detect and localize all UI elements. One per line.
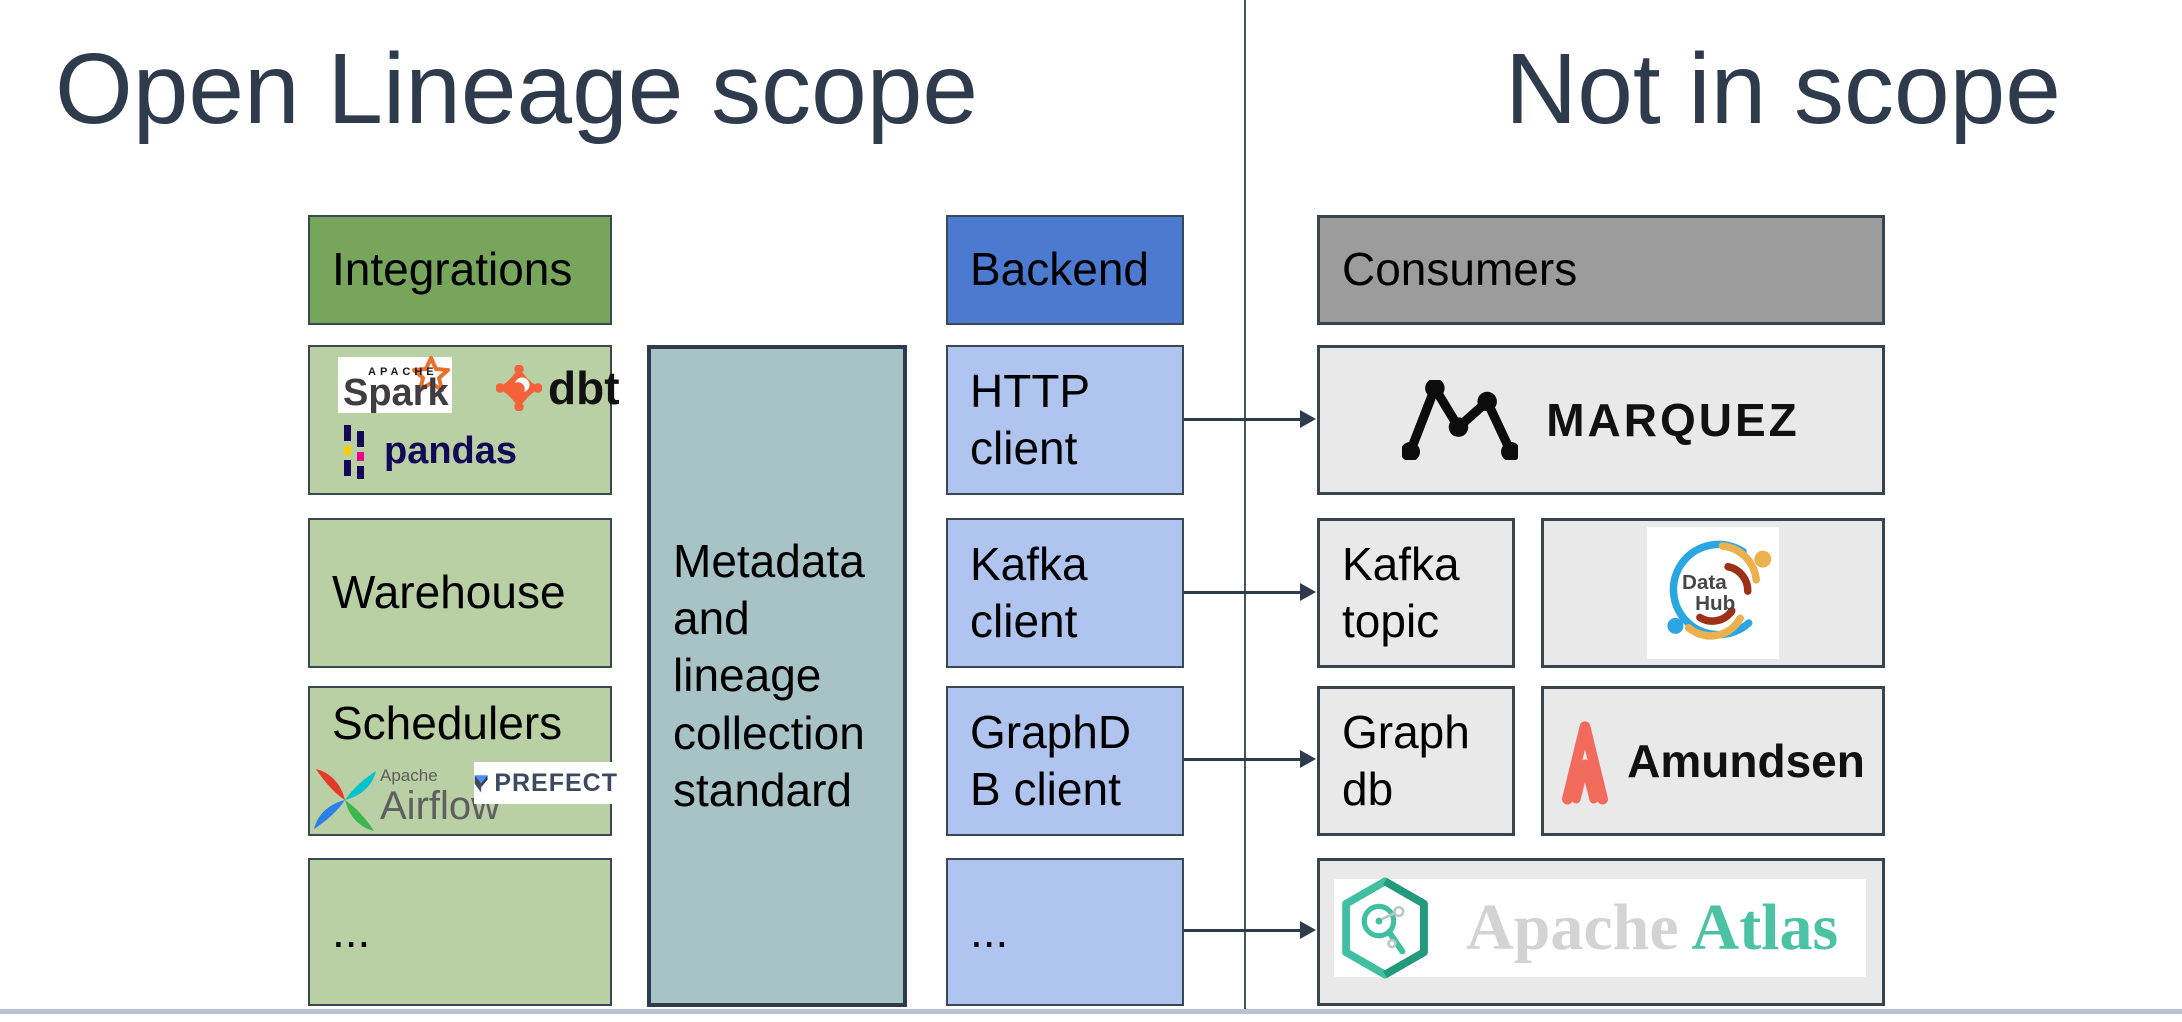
left-section-title: Open Lineage scope <box>55 33 978 145</box>
kafka-topic-box: Kafka topic <box>1317 518 1515 668</box>
integrations-more-box: ... <box>308 858 612 1006</box>
apache-airflow-logo <box>312 767 378 838</box>
prefect-logo: PREFECT <box>474 762 618 804</box>
arrow-more-to-atlas <box>1184 921 1316 939</box>
atlas-name-label: Atlas <box>1691 891 1839 964</box>
datahub-label-line2: Hub <box>1695 592 1735 615</box>
scope-divider-line <box>1244 0 1246 1009</box>
dbt-logo-icon <box>496 365 542 411</box>
atlas-apache-label: Apache <box>1466 891 1679 964</box>
graphdb-client-label: GraphD B client <box>970 705 1132 815</box>
integrations-header-label: Integrations <box>332 243 573 296</box>
backend-more-label: ... <box>970 905 1009 958</box>
dbt-name-label: dbt <box>548 362 620 414</box>
integrations-more-label: ... <box>332 905 371 958</box>
marquez-name-label: MARQUEZ <box>1546 394 1800 446</box>
right-section-title: Not in scope <box>1505 33 2061 145</box>
marquez-box: MARQUEZ <box>1317 345 1885 495</box>
pandas-logo-icon <box>344 425 364 479</box>
datahub-box: Data Hub <box>1541 518 1885 668</box>
datahub-label-line1: Data <box>1682 571 1727 594</box>
graph-db-box: Graph db <box>1317 686 1515 836</box>
backend-more-box: ... <box>946 858 1184 1006</box>
metadata-standard-label: Metadata and lineage collection standard <box>673 535 865 816</box>
spark-apache-label: APACHE <box>368 366 438 378</box>
apache-atlas-box: Apache Atlas <box>1317 858 1885 1006</box>
dbt-logo: dbt <box>496 361 620 415</box>
airflow-pinwheel-icon <box>313 768 377 832</box>
backend-header-label: Backend <box>970 243 1150 296</box>
consumers-header-label: Consumers <box>1342 243 1578 296</box>
consumers-header-box: Consumers <box>1317 215 1885 325</box>
graphdb-client-box: GraphD B client <box>946 686 1184 836</box>
schedulers-label: Schedulers <box>332 697 563 749</box>
atlas-wordmark: Apache Atlas <box>1466 890 1838 966</box>
airflow-apache-label: Apache <box>380 766 438 785</box>
apache-spark-logo: APACHE Spark <box>338 356 452 414</box>
pandas-logo: pandas <box>340 423 517 479</box>
amundsen-box: Amundsen <box>1541 686 1885 836</box>
amundsen-name-label: Amundsen <box>1627 735 1865 787</box>
kafka-client-label: Kafka client <box>970 537 1088 647</box>
graph-db-label: Graph db <box>1342 705 1470 815</box>
marquez-logo-icon <box>1402 380 1519 460</box>
datahub-logo-icon: Data Hub <box>1667 540 1772 640</box>
datahub-logo: Data Hub <box>1647 527 1779 659</box>
arrow-kafka-to-kafka-topic <box>1184 583 1316 601</box>
kafka-client-box: Kafka client <box>946 518 1184 668</box>
apache-atlas-logo: Apache Atlas <box>1334 877 1866 979</box>
integrations-header-box: Integrations <box>308 215 612 325</box>
prefect-name-label: PREFECT <box>494 768 618 797</box>
http-client-box: HTTP client <box>946 345 1184 495</box>
amundsen-logo-icon <box>1562 721 1609 805</box>
integration-tools-box: APACHE Spark dbt <box>308 345 620 495</box>
http-client-label: HTTP client <box>970 364 1091 474</box>
backend-header-box: Backend <box>946 215 1184 325</box>
spark-logo-icon: APACHE Spark <box>343 356 450 414</box>
arrow-graphdb-to-graph-db <box>1184 750 1316 768</box>
spark-name-label: Spark <box>343 372 449 414</box>
pandas-name-label: pandas <box>384 429 518 472</box>
prefect-logo-icon <box>474 774 488 792</box>
arrow-http-to-marquez <box>1184 410 1316 428</box>
schedulers-box: Schedulers Apache Airflow PREFECT <box>308 686 618 838</box>
warehouse-box: Warehouse <box>308 518 612 668</box>
warehouse-label: Warehouse <box>332 566 566 619</box>
atlas-hexagon-icon <box>1342 877 1428 979</box>
metadata-standard-box: Metadata and lineage collection standard <box>647 345 907 1007</box>
bottom-rule <box>0 1009 2182 1014</box>
kafka-topic-label: Kafka topic <box>1342 537 1460 647</box>
